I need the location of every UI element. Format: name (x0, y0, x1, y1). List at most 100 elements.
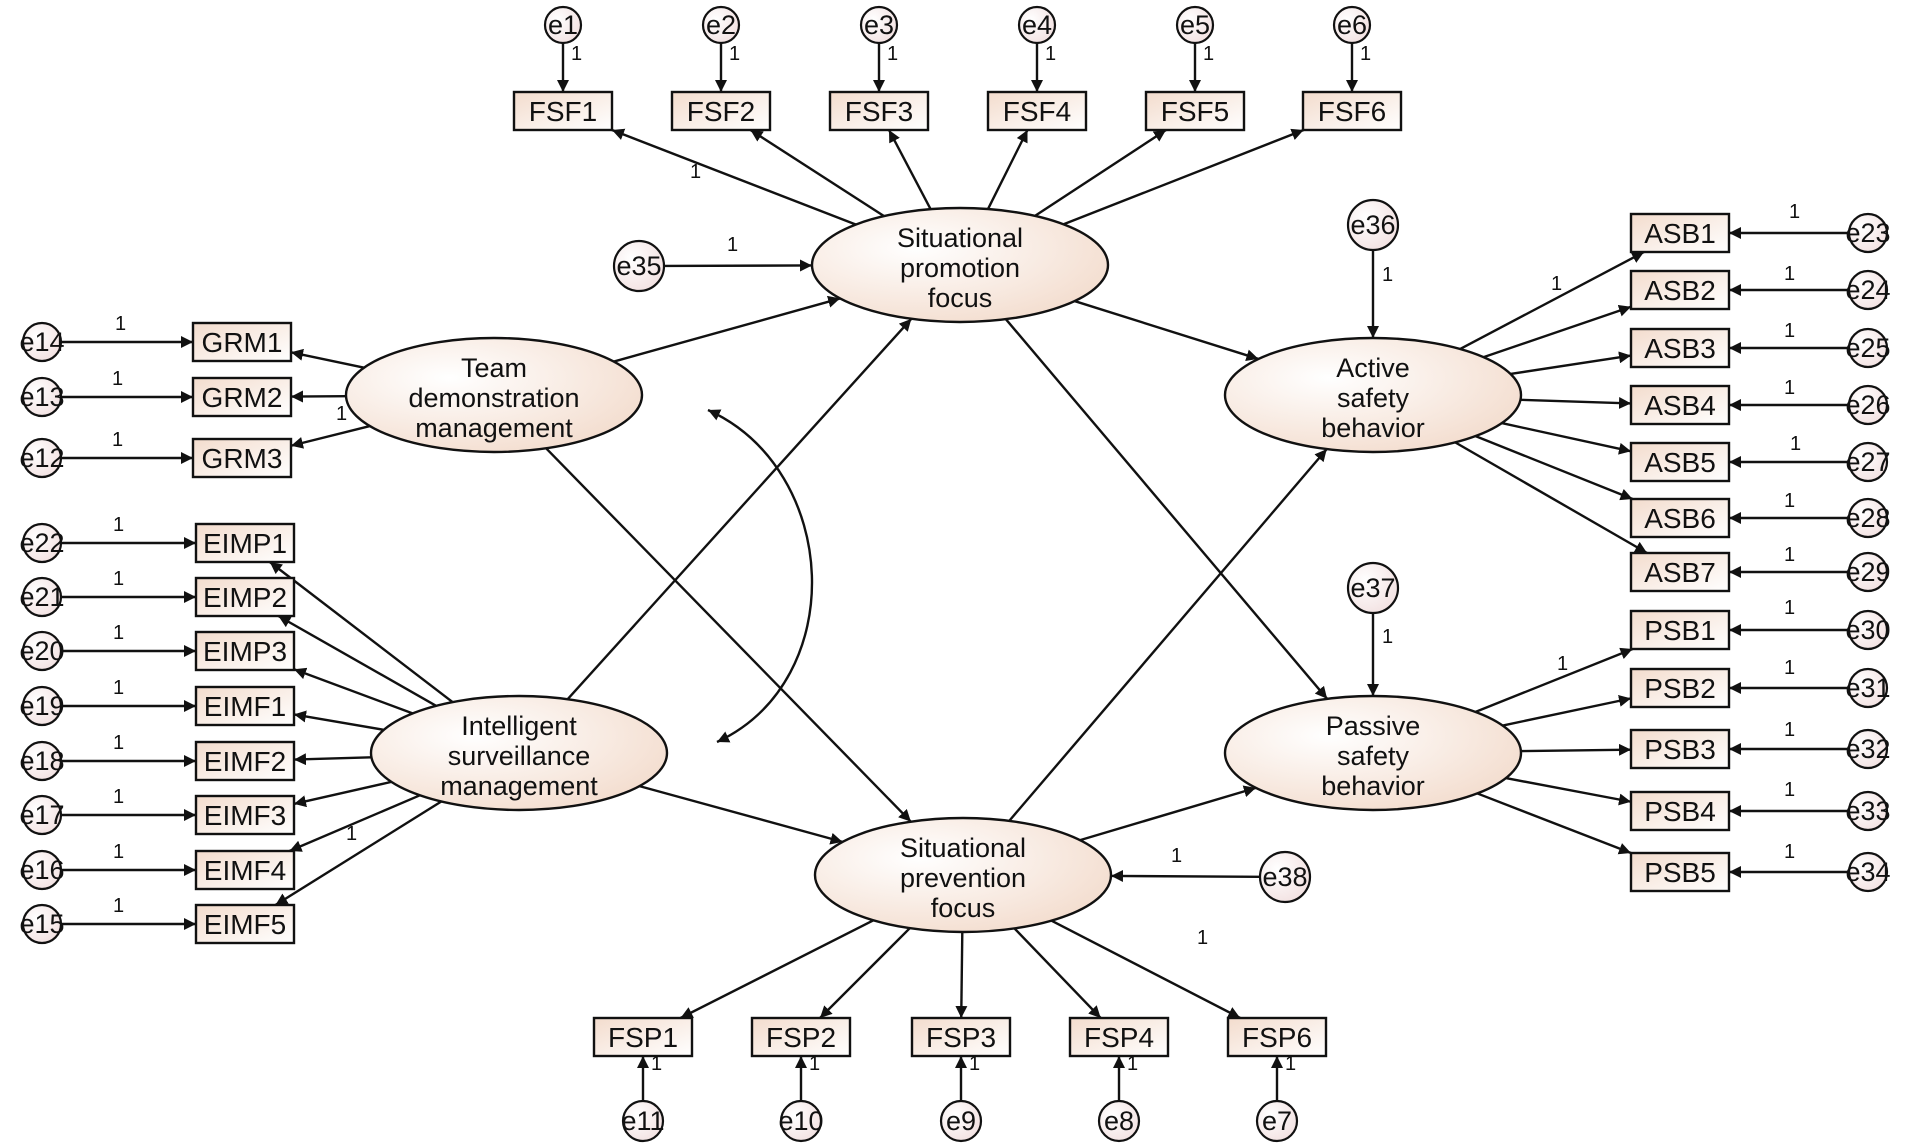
observed-label: EIMF3 (204, 800, 286, 831)
latent-label-line: Active (1336, 353, 1410, 383)
loading-fsp1 (679, 919, 874, 1020)
observed-box (1144, 90, 1246, 132)
disturbance-path-e38 (1110, 869, 1261, 882)
observed-box (1226, 1016, 1328, 1058)
observed-asb3: ASB3 (1629, 327, 1731, 369)
weight-e15: 1 (113, 895, 124, 917)
weight-e27: 1 (1790, 433, 1801, 455)
error-circle (1847, 851, 1889, 893)
observed-label: ASB1 (1644, 218, 1716, 249)
error-e28: e28 (1845, 497, 1891, 539)
error-circle (1097, 1099, 1141, 1143)
observed-label: EIMF2 (204, 746, 286, 777)
error-e15: e15 (19, 903, 65, 945)
observed-box (910, 1016, 1012, 1058)
observed-fsf6: FSF6 (1301, 90, 1403, 132)
error-e7: e7 (1255, 1099, 1299, 1143)
latent-ellipse (810, 206, 1110, 324)
observed-label: ASB4 (1644, 390, 1716, 421)
error-label: e11 (621, 1106, 664, 1136)
error-label: e18 (19, 746, 64, 776)
loading-fsp3 (955, 931, 968, 1019)
observed-box (1068, 1016, 1170, 1058)
error-circle (21, 437, 63, 479)
error-circle (21, 849, 63, 891)
error-circle (1346, 561, 1400, 615)
observed-box (670, 90, 772, 132)
loading-fsp4 (1013, 927, 1102, 1019)
error-label: e15 (19, 909, 64, 939)
error-circle (1847, 790, 1889, 832)
observed-fsp1: FSP1 (592, 1016, 694, 1058)
latent-ellipse (1223, 694, 1523, 812)
loading-psb5 (1476, 792, 1632, 855)
weight-e17: 1 (113, 786, 124, 808)
latent-label-line: surveillance (448, 741, 591, 771)
observed-box (592, 1016, 694, 1058)
error-circle (21, 576, 63, 618)
error-label: e29 (1845, 557, 1890, 587)
weight-e6: 1 (1360, 43, 1371, 65)
loading-psb4 (1505, 776, 1632, 806)
observed-fsf1: FSF1 (512, 90, 614, 132)
error-circle (21, 794, 63, 836)
observed-label: PSB4 (1644, 796, 1716, 827)
observed-label: EIMF4 (204, 855, 286, 886)
observed-box (194, 685, 296, 727)
error-e30: e30 (1845, 609, 1891, 651)
observed-asb6: ASB6 (1629, 497, 1731, 539)
error-e36: e36 (1346, 198, 1400, 252)
error-circle (1332, 5, 1372, 45)
error-label: e12 (19, 443, 64, 473)
observed-fsp6: FSP6 (1226, 1016, 1328, 1058)
observed-label: FSF5 (1161, 96, 1229, 127)
loading-fsp6 (1050, 919, 1241, 1020)
latent-label-line: prevention (900, 863, 1026, 893)
error-label: e13 (19, 382, 64, 412)
error-label: e4 (1022, 10, 1052, 40)
weight-spf-fsf1: 1 (690, 161, 701, 183)
error-e12: e12 (19, 437, 65, 479)
error-e32: e32 (1845, 728, 1891, 770)
observed-box (1629, 269, 1731, 311)
latent-label-line: Situational (897, 223, 1023, 253)
error-e23: e23 (1845, 212, 1891, 254)
error-circle (701, 5, 741, 45)
loading-fsf2 (749, 128, 885, 218)
loading-eimf2 (293, 753, 372, 766)
error-label: e31 (1845, 673, 1890, 703)
latent-label-line: demonstration (408, 383, 579, 413)
observed-box (191, 321, 293, 363)
error-e8: e8 (1097, 1099, 1141, 1143)
observed-box (1629, 667, 1731, 709)
observed-box (194, 740, 296, 782)
observed-box (194, 630, 296, 672)
error-e38: e38 (1258, 850, 1312, 904)
error-e19: e19 (19, 685, 65, 727)
observed-label: FSP4 (1084, 1022, 1154, 1053)
observed-label: ASB6 (1644, 503, 1716, 534)
loading-eimp3 (293, 667, 414, 715)
error-circle (1847, 269, 1889, 311)
error-circle (21, 522, 63, 564)
loading-psb3 (1520, 743, 1632, 756)
error-e2: e2 (701, 5, 741, 45)
loading-fsf3 (887, 129, 932, 210)
error-e33: e33 (1845, 790, 1891, 832)
observed-label: ASB5 (1644, 447, 1716, 478)
observed-label: FSF1 (529, 96, 597, 127)
error-e26: e26 (1845, 384, 1891, 426)
error-label: e9 (946, 1106, 976, 1136)
observed-box (512, 90, 614, 132)
error-circle (21, 685, 63, 727)
error-e25: e25 (1845, 327, 1891, 369)
weight-e8: 1 (1127, 1053, 1138, 1075)
loading-asb2 (1483, 304, 1632, 359)
observed-psb4: PSB4 (1629, 790, 1731, 832)
weight-e25: 1 (1784, 320, 1795, 342)
latent-label-line: management (440, 771, 598, 801)
observed-label: FSF3 (845, 96, 913, 127)
